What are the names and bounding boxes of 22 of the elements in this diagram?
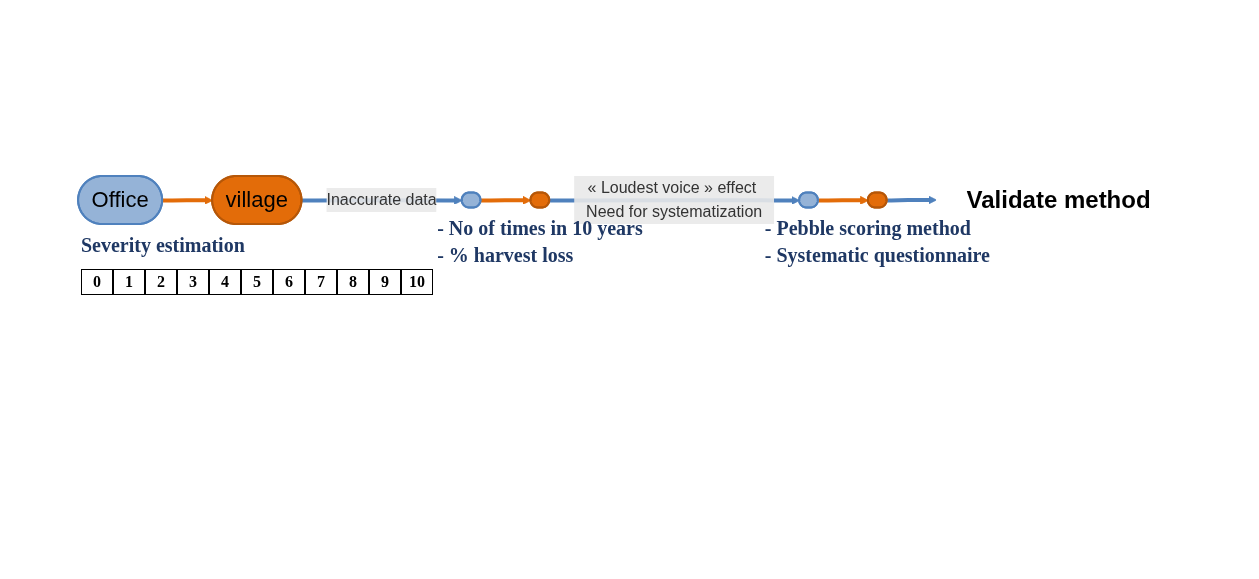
scale-cell: 8 <box>336 269 369 295</box>
scale-cell: 4 <box>208 269 241 295</box>
node-note: - Pebble scoring method <box>764 217 972 241</box>
scale-cell: 10 <box>400 269 433 295</box>
edge-label: Inaccurate data <box>326 190 437 208</box>
scale-cell: 7 <box>304 269 337 295</box>
scale-cell: 2 <box>144 269 177 295</box>
scale-cell: 5 <box>240 269 273 295</box>
scale-cell: 0 <box>80 269 113 295</box>
node-text: Validate method <box>966 185 1151 213</box>
node-note: - % harvest loss <box>437 244 575 268</box>
node-note: Severity estimation <box>80 234 246 257</box>
arrow <box>818 195 869 205</box>
scale-cell: 9 <box>368 269 401 295</box>
scale-cell: 3 <box>176 269 209 295</box>
node-note: - No of times in 10 years <box>437 217 643 241</box>
edge-label: « Loudest voice » effect Need for systematization <box>586 179 763 220</box>
arrow <box>887 195 938 205</box>
scale-cell: 6 <box>272 269 305 295</box>
scale-cell: 1 <box>112 269 145 295</box>
arrow <box>481 195 532 205</box>
node-note: - Systematic questionnaire <box>764 244 990 268</box>
